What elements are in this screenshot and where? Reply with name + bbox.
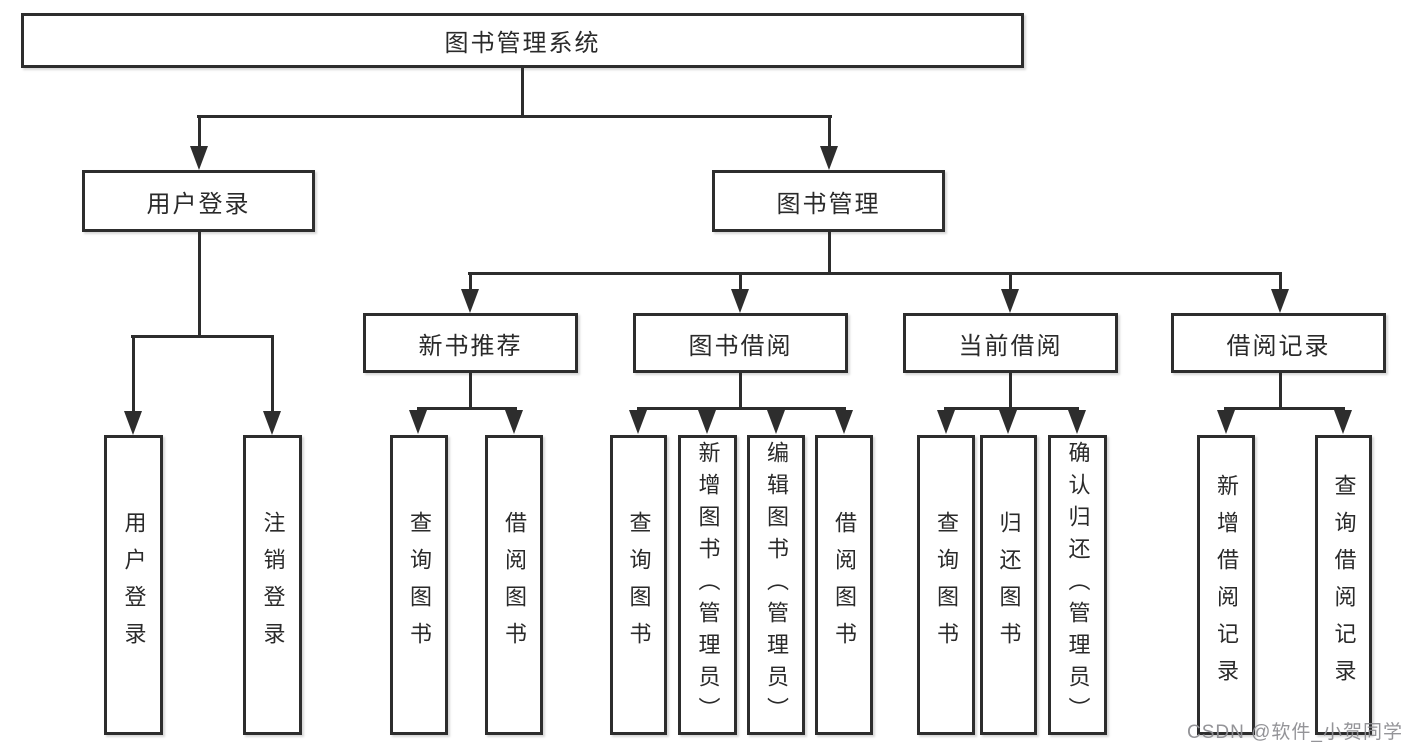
connector-recommend-branch <box>417 407 517 410</box>
connector-stem <box>1009 274 1012 291</box>
arrow-down-icon <box>1334 410 1352 434</box>
node-book-management: 图书管理 <box>712 170 945 232</box>
leaf-query-borrow-record: 查询借阅记录 <box>1315 435 1372 735</box>
connector-bookmgmt-stem <box>828 230 831 274</box>
leaf-query-book-current: 查询图书 <box>917 435 975 735</box>
leaf-query-book-recommend: 查询图书 <box>390 435 448 735</box>
connector-current-stem <box>1009 371 1012 409</box>
arrow-down-icon <box>820 146 838 170</box>
connector-stem <box>271 337 274 413</box>
connector-stem <box>469 274 472 291</box>
leaf-logout: 注销登录 <box>243 435 302 735</box>
connector-stem <box>739 274 742 291</box>
leaf-borrow-book: 借阅图书 <box>815 435 873 735</box>
arrow-down-icon <box>461 289 479 313</box>
leaf-edit-book-admin: 编辑图书（管理员） <box>747 435 805 735</box>
leaf-borrow-book-recommend: 借阅图书 <box>485 435 543 735</box>
arrow-down-icon <box>1001 289 1019 313</box>
leaf-query-book-borrow: 查询图书 <box>610 435 667 735</box>
connector-record-stem <box>1279 371 1282 409</box>
node-book-borrow: 图书借阅 <box>633 313 848 373</box>
leaf-add-book-admin: 新增图书（管理员） <box>678 435 737 735</box>
leaf-add-borrow-record: 新增借阅记录 <box>1197 435 1255 735</box>
leaf-return-book: 归还图书 <box>980 435 1037 735</box>
arrow-down-icon <box>1217 410 1235 434</box>
arrow-down-icon <box>999 410 1017 434</box>
connector-current-branch <box>944 407 1079 410</box>
connector-bookmgmt-branch <box>468 272 1282 275</box>
arrow-down-icon <box>505 410 523 434</box>
arrow-down-icon <box>124 411 142 435</box>
csdn-watermark: CSDN @软件_小贺同学 <box>1187 722 1403 743</box>
arrow-down-icon <box>698 410 716 434</box>
node-new-book-recommend: 新书推荐 <box>363 313 578 373</box>
arrow-down-icon <box>1271 289 1289 313</box>
connector-userlogin-stem <box>198 230 201 337</box>
connector-root-branch <box>197 115 832 118</box>
leaf-user-login: 用户登录 <box>104 435 163 735</box>
arrow-down-icon <box>1068 410 1086 434</box>
arrow-down-icon <box>937 410 955 434</box>
connector-recommend-stem <box>469 371 472 409</box>
arrow-down-icon <box>731 289 749 313</box>
connector-stem-user-login <box>198 117 201 148</box>
arrow-down-icon <box>409 410 427 434</box>
connector-stem <box>132 337 135 413</box>
connector-root-stem <box>521 66 524 117</box>
connector-borrow-branch <box>637 407 846 410</box>
node-borrow-record: 借阅记录 <box>1171 313 1386 373</box>
arrow-down-icon <box>767 410 785 434</box>
leaf-confirm-return-admin: 确认归还（管理员） <box>1048 435 1107 735</box>
arrow-down-icon <box>835 410 853 434</box>
arrow-down-icon <box>263 411 281 435</box>
node-current-borrow: 当前借阅 <box>903 313 1118 373</box>
connector-stem-book-mgmt <box>828 117 831 148</box>
connector-borrow-stem <box>739 371 742 409</box>
arrow-down-icon <box>190 146 208 170</box>
connector-record-branch <box>1224 407 1345 410</box>
node-root-library-system: 图书管理系统 <box>21 13 1024 68</box>
connector-stem <box>1279 274 1282 291</box>
connector-userlogin-branch <box>131 335 274 338</box>
arrow-down-icon <box>629 410 647 434</box>
node-user-login: 用户登录 <box>82 170 315 232</box>
